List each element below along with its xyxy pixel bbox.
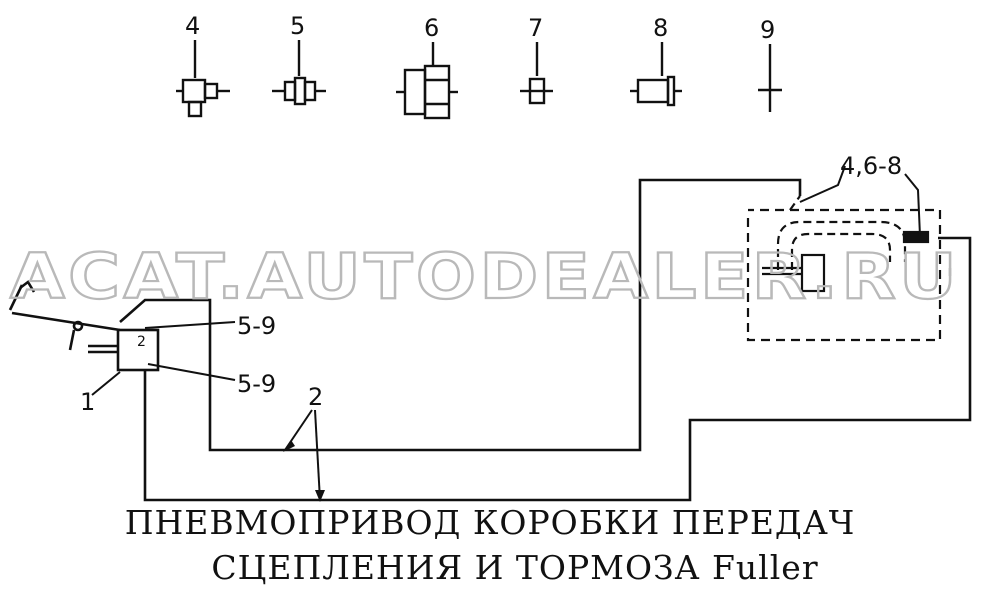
clutch-valve bbox=[116, 328, 160, 372]
part-label-7: 7 bbox=[528, 14, 543, 42]
upper-hose-line bbox=[119, 178, 802, 452]
part-6-nut-icon bbox=[396, 42, 458, 120]
callout-valve-label: 1 bbox=[80, 388, 95, 416]
part-label-6: 6 bbox=[424, 14, 439, 42]
pneumatic-lines bbox=[8, 178, 972, 502]
part-label-9: 9 bbox=[760, 16, 775, 44]
part-label-5: 5 bbox=[290, 12, 305, 40]
valve-port-label: 2 bbox=[137, 334, 146, 350]
callout-assembly-label: 4,6-8 bbox=[840, 152, 902, 180]
part-7-sleeve-icon bbox=[520, 42, 553, 105]
part-label-4: 4 bbox=[185, 12, 200, 40]
hose-arrowheads bbox=[283, 440, 325, 502]
callout-leaders bbox=[91, 165, 921, 501]
callout-labels: 4,6-8 5-9 5-9 1 2 bbox=[80, 152, 902, 416]
callout-upper-fitting-label: 5-9 bbox=[237, 312, 276, 340]
lower-hose-line bbox=[143, 236, 972, 502]
callout-lower-fitting-label: 5-9 bbox=[237, 370, 276, 398]
part-label-8: 8 bbox=[653, 14, 668, 42]
part-5-union-fitting-icon bbox=[272, 40, 326, 106]
part-8-insert-icon bbox=[630, 42, 682, 107]
diagram-title-line-2: СЦЕПЛЕНИЯ И ТОРМОЗА Fuller bbox=[211, 548, 819, 587]
diagram-title-line-1: ПНЕВМОПРИВОД КОРОБКИ ПЕРЕДАЧ bbox=[124, 503, 856, 542]
part-4-elbow-fitting-icon bbox=[176, 40, 230, 118]
watermark-text: ACAT.AUTODEALER.RU bbox=[10, 240, 960, 313]
gearbox-assembly bbox=[746, 195, 952, 342]
callout-hoses-label: 2 bbox=[308, 383, 323, 411]
part-9-tube-icon bbox=[758, 44, 782, 112]
part-labels: 4 5 6 7 8 9 bbox=[185, 12, 775, 44]
part-symbols-row bbox=[176, 40, 782, 120]
